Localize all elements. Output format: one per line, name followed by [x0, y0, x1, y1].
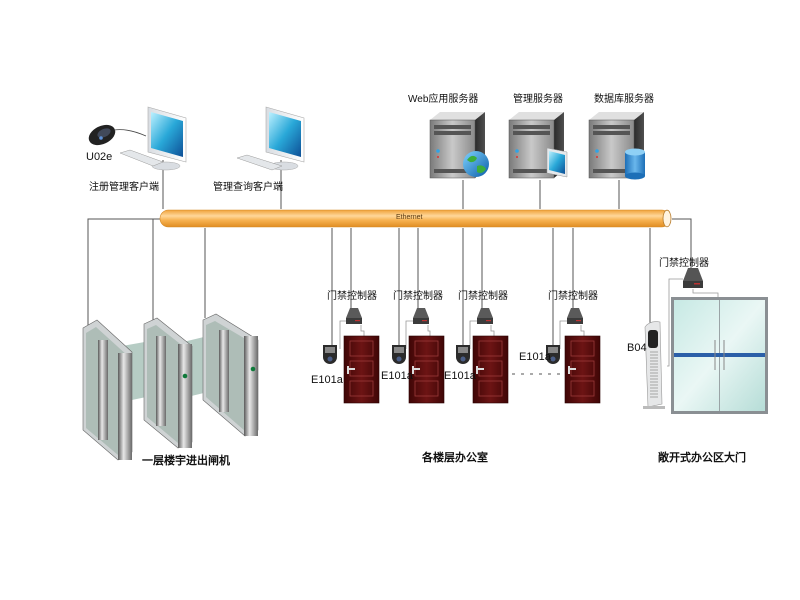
server-label-database: 数据库服务器 [594, 94, 654, 105]
registration-client [88, 106, 187, 171]
office-door-unit-2 [392, 308, 445, 404]
globe-icon [463, 151, 489, 177]
wiring [87, 160, 692, 345]
wire-turnstile-1 [87, 218, 161, 330]
turnstile-gates [82, 313, 259, 461]
turnstile-1 [82, 319, 133, 461]
office-door-unit-3 [456, 308, 509, 404]
ethernet-label: Ethernet [396, 214, 423, 221]
card-reader-icon [323, 345, 337, 364]
keyboard-icon [119, 149, 164, 167]
client-label-query: 管理查询客户端 [213, 182, 283, 193]
turnstile-2 [143, 317, 193, 449]
fingerprint-scanner-icon [88, 124, 147, 146]
zone-title-offices: 各楼层办公室 [422, 452, 488, 464]
glass-double-door [671, 297, 768, 414]
office-reader-label-2: E101a [381, 370, 413, 382]
zone-title-turnstile: 一层楼宇进出闸机 [142, 455, 230, 467]
controller-links [339, 278, 719, 367]
open-office-controller-label: 门禁控制器 [659, 258, 709, 269]
office-controller-label-2: 门禁控制器 [393, 291, 443, 302]
server-web [429, 112, 489, 179]
kiosk-reader-b04 [643, 321, 665, 409]
card-reader-icon [392, 345, 406, 364]
card-reader-icon [546, 345, 560, 364]
monitor-icon [265, 106, 305, 171]
card-reader-icon [456, 345, 470, 364]
server-database [588, 112, 645, 180]
controller-icon [346, 308, 362, 324]
door-icon [472, 335, 509, 404]
office-reader-label-4: E101a [519, 351, 551, 363]
peripheral-label-u02e: U02e [86, 151, 113, 163]
controller-icon [413, 308, 429, 324]
database-icon [625, 148, 645, 180]
open-office-reader-label: B04 [627, 342, 647, 354]
client-label-registration: 注册管理客户端 [89, 182, 159, 193]
office-controller-label-4: 门禁控制器 [548, 291, 598, 302]
server-management [508, 112, 568, 179]
controller-icon [477, 308, 493, 324]
ethernet-bus [159, 209, 678, 228]
door-icon [564, 335, 601, 404]
keyboard-icon [236, 154, 283, 171]
controller-icon [567, 308, 583, 324]
open-office-gate [643, 268, 768, 414]
monitor-icon [546, 147, 568, 178]
office-controller-label-3: 门禁控制器 [458, 291, 508, 302]
server-label-web: Web应用服务器 [408, 94, 479, 105]
server-label-management: 管理服务器 [513, 94, 563, 105]
office-door-unit-4 [546, 308, 601, 404]
office-door-unit-1 [323, 308, 380, 404]
office-reader-label-3: E101a [444, 370, 476, 382]
query-client [236, 106, 305, 171]
controller-icon [683, 268, 703, 288]
zone-title-open-office: 敞开式办公区大门 [658, 452, 746, 464]
office-controller-label-1: 门禁控制器 [327, 291, 377, 302]
turnstile-3 [202, 313, 259, 437]
door-icon [343, 335, 380, 404]
door-icon [408, 335, 445, 404]
monitor-icon [147, 106, 187, 171]
office-reader-label-1: E101a [311, 374, 343, 386]
